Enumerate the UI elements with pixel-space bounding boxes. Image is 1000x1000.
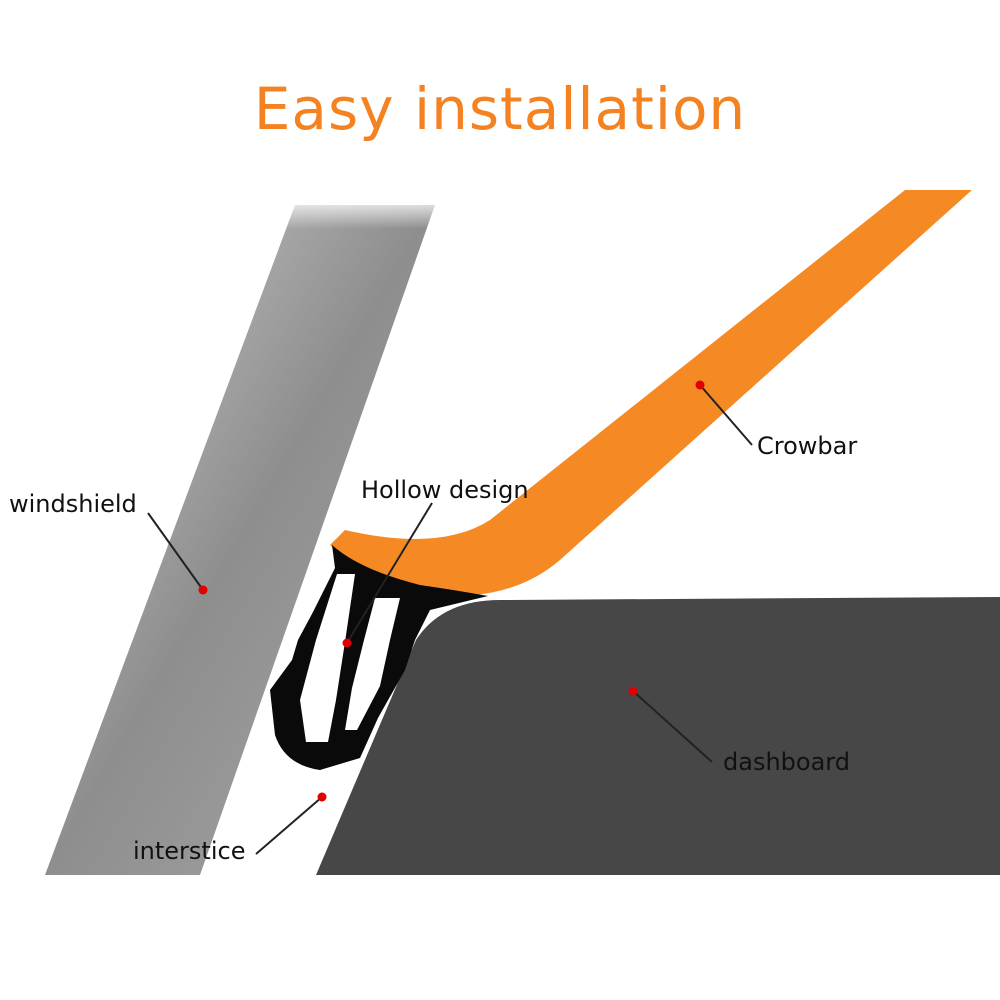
marker-interstice bbox=[317, 792, 327, 802]
marker-dashboard bbox=[628, 686, 638, 696]
leader-dashboard bbox=[632, 690, 713, 763]
seal-hollow-inner bbox=[345, 598, 400, 730]
label-interstice: interstice bbox=[133, 837, 246, 865]
dashboard-panel bbox=[316, 597, 1000, 875]
label-dashboard: dashboard bbox=[723, 748, 850, 776]
leader-windshield bbox=[147, 512, 204, 591]
label-hollow-design: Hollow design bbox=[361, 476, 529, 504]
leader-interstice bbox=[255, 796, 323, 855]
windshield-fade bbox=[245, 195, 440, 330]
page-title: Easy installation bbox=[253, 75, 747, 143]
label-windshield: windshield bbox=[9, 490, 137, 518]
crowbar bbox=[330, 190, 972, 595]
label-crowbar: Crowbar bbox=[757, 432, 858, 460]
marker-hollow-design bbox=[342, 638, 352, 648]
leader-crowbar bbox=[699, 384, 753, 446]
leader-hollow-design bbox=[346, 502, 433, 644]
marker-windshield bbox=[198, 585, 208, 595]
windshield-glass bbox=[45, 205, 435, 875]
marker-crowbar bbox=[695, 380, 705, 390]
seal-hollow-channel bbox=[300, 574, 355, 742]
